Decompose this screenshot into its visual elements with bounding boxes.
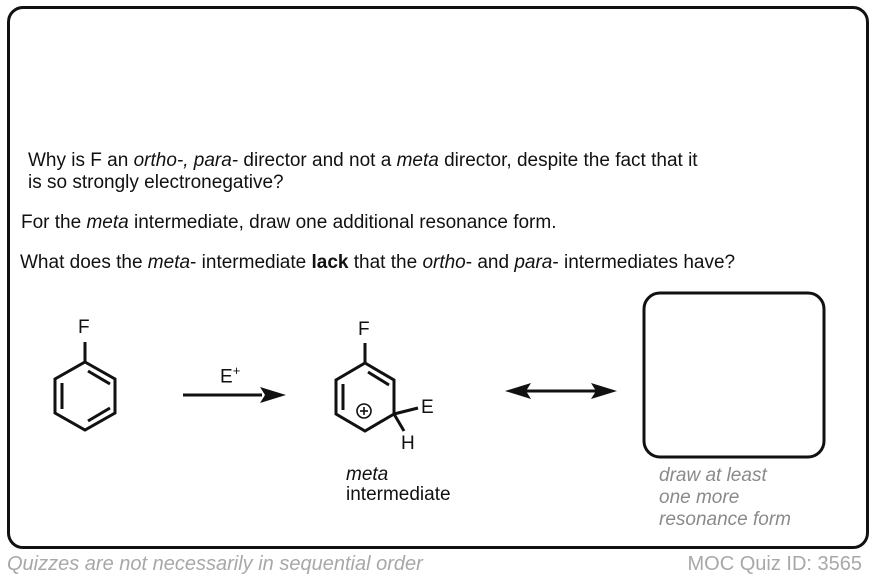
reaction-arrow: [183, 387, 286, 403]
text: What does the: [20, 252, 148, 273]
quiz-id: MOC Quiz ID: 3565: [687, 553, 862, 575]
text: - intermediate: [190, 252, 312, 273]
text-italic: ortho-, para-: [133, 150, 239, 171]
reagent-charge: +: [232, 363, 241, 378]
text-bold: lack: [311, 252, 349, 273]
quiz-card: [7, 6, 869, 549]
intermediate-atom-H: H: [401, 433, 415, 454]
answer-hint-line-3: resonance form: [659, 509, 792, 530]
text: - intermediates have?: [552, 252, 736, 273]
reagent-label: E+: [220, 361, 240, 387]
meta-intermediate-structure: [334, 343, 419, 433]
text-italic: ortho: [422, 252, 466, 273]
text-italic: meta: [396, 150, 439, 171]
intermediate-atom-F: F: [358, 319, 370, 340]
intermediate-caption-italic: meta: [346, 464, 389, 485]
text-italic: para: [514, 252, 553, 273]
fluorobenzene-structure: [53, 342, 117, 432]
text-italic: meta: [86, 212, 129, 233]
text: director and not a: [238, 150, 397, 171]
question-1-line-2: is so strongly electronegative?: [28, 172, 284, 193]
question-2: For the meta intermediate, draw one addi…: [21, 212, 556, 234]
text: - and: [465, 252, 515, 273]
question-3: What does the meta- intermediate lack th…: [20, 252, 735, 274]
answer-hint-line-1: draw at least: [659, 465, 767, 486]
answer-hint-line-2: one more: [659, 487, 740, 508]
text: intermediate, draw one additional resona…: [128, 212, 557, 233]
plus-charge-icon: [356, 403, 372, 419]
resonance-arrow: [505, 383, 617, 399]
atom-F-label: F: [78, 317, 90, 338]
text: director, despite the fact that it: [438, 150, 698, 171]
intermediate-atom-E: E: [421, 397, 434, 418]
text: For the: [21, 212, 87, 233]
question-1: Why is F an ortho-, para- director and n…: [28, 150, 698, 172]
footer-disclaimer: Quizzes are not necessarily in sequentia…: [7, 553, 423, 575]
text-italic: meta: [147, 252, 191, 273]
text: Why is F an: [28, 150, 134, 171]
text: that the: [348, 252, 423, 273]
answer-drawing-box[interactable]: [642, 291, 826, 459]
reagent-symbol: E: [220, 366, 233, 388]
intermediate-caption: intermediate: [346, 484, 451, 505]
